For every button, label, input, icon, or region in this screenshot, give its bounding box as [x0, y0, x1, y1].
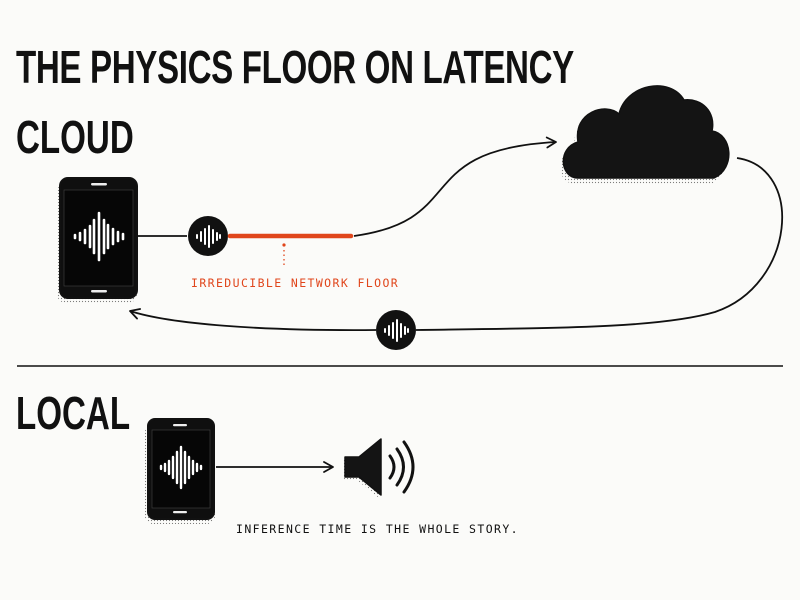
cloud-phone-icon [57, 177, 138, 303]
cloud-icon [560, 85, 730, 184]
uplink-audio-badge [188, 216, 228, 256]
uplink-path [353, 136, 557, 237]
downlink-return-path [129, 308, 377, 331]
network-floor-label: IRREDUCIBLE NETWORK FLOOR [191, 276, 400, 290]
local-caption: INFERENCE TIME IS THE WHOLE STORY. [236, 522, 520, 536]
page-title: THE PHYSICS FLOOR ON LATENCY [16, 41, 574, 93]
local-section-label: LOCAL [16, 387, 131, 439]
speaker-icon [343, 438, 415, 498]
cloud-section-label: CLOUD [16, 111, 134, 163]
downlink-path [415, 157, 783, 331]
audio-waveform-icon [384, 319, 409, 342]
audio-waveform-icon [196, 225, 221, 248]
audio-waveform-icon [159, 445, 203, 490]
downlink-audio-badge [376, 310, 416, 350]
local-phone-icon [145, 418, 215, 524]
audio-waveform-icon [73, 211, 125, 262]
